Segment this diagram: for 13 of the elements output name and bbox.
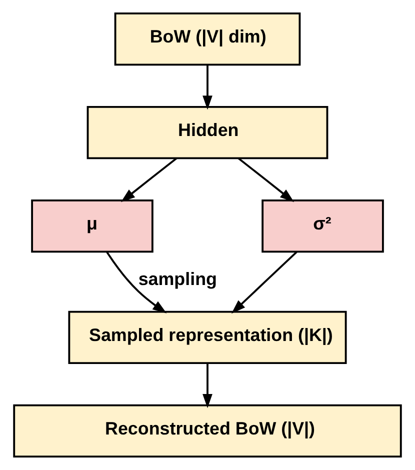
arrow xyxy=(238,157,294,202)
node-box: σ² xyxy=(262,199,384,253)
arrow xyxy=(120,157,178,202)
node-box: Reconstructed BoW (|V|) xyxy=(13,404,402,458)
arrow xyxy=(231,251,298,314)
edge-label: sampling xyxy=(138,269,217,290)
node-box: Hidden xyxy=(86,106,328,160)
node-box: μ xyxy=(31,199,154,253)
arrow xyxy=(106,252,167,314)
node-box: BoW (|V| dim) xyxy=(114,12,301,66)
node-box: Sampled representation (|K|) xyxy=(68,310,347,364)
arrow xyxy=(202,64,212,110)
arrow xyxy=(202,363,212,408)
